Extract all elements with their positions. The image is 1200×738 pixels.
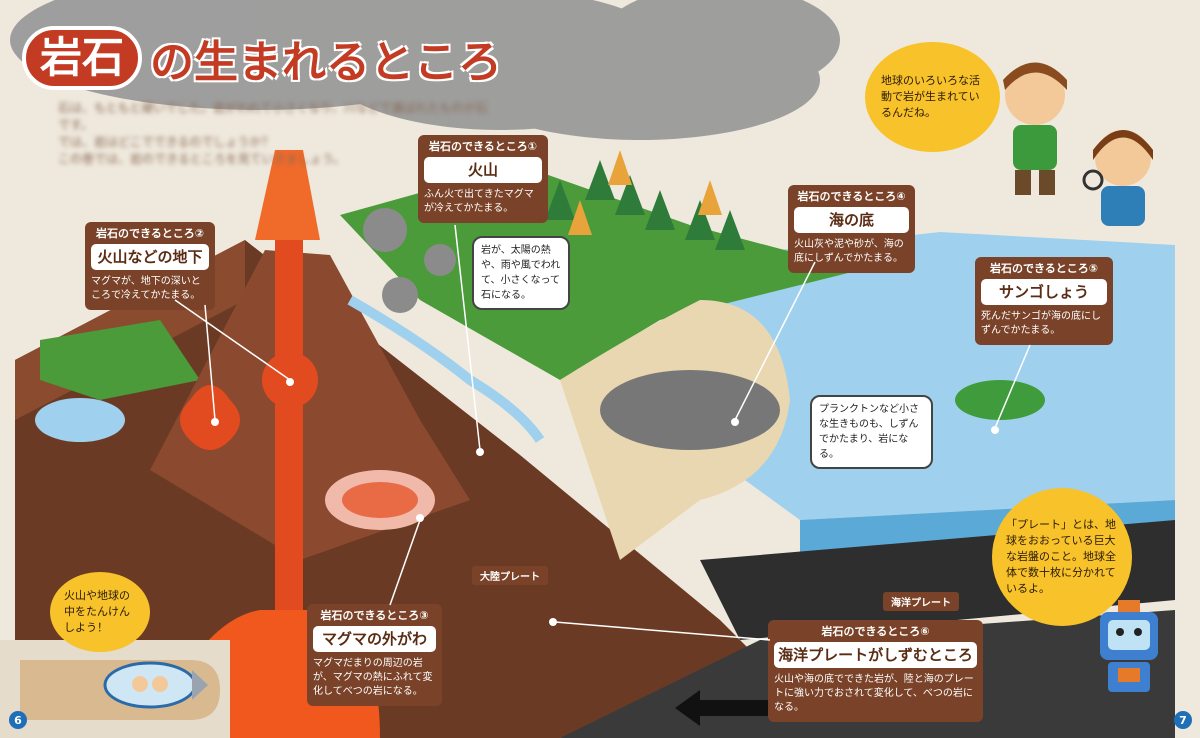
oceanic-plate-label: 海洋プレート xyxy=(883,592,959,611)
intro-text: 石は、もともと硬いでした。岩がわれて小さくなり、川などで運ばれたものが石です。 … xyxy=(58,100,488,168)
info-box-plate-sink: 岩石のできるところ⑥ 海洋プレートがしずむところ 火山や海の底でできた岩が、陸と… xyxy=(768,620,983,722)
box-heading: 火山などの地下 xyxy=(91,244,209,270)
intro-line: 石は、もともと硬いでした。岩がわれて小さくなり、川などで運ばれたものが石です。 xyxy=(58,101,488,132)
robot-speech-bubble: 「プレート」とは、地球をおおっている巨大な岩盤のこと。地球全体で数十枚に分かれて… xyxy=(992,488,1132,626)
explore-speech-text: 火山や地球の中をたんけんしよう！ xyxy=(64,589,130,634)
girl-character xyxy=(1082,130,1153,226)
explorer-vehicle-icon xyxy=(103,661,208,709)
box-caption: 岩石のできるところ③ xyxy=(320,609,429,622)
info-box-volcano: 岩石のできるところ① 火山 ふん火で出てきたマグマが冷えてかたまる。 xyxy=(418,135,548,223)
page-number-right: 7 xyxy=(1174,711,1192,729)
box-caption: 岩石のできるところ⑥ xyxy=(821,625,930,638)
info-box-coral: 岩石のできるところ⑤ サンゴしょう 死んだサンゴが海の底にしずんでかたまる。 xyxy=(975,257,1113,345)
box-caption: 岩石のできるところ① xyxy=(428,140,538,153)
boy-speech-text: 地球のいろいろな活動で岩が生まれているんだね。 xyxy=(881,74,980,119)
plankton-bubble: プランクトンなど小さな生きものも、しずんでかたまり、岩になる。 xyxy=(810,395,933,469)
box-caption: 岩石のできるところ② xyxy=(95,227,205,240)
intro-line: では、岩はどこでできるのでしょうか？ xyxy=(58,135,274,149)
info-box-sea-floor: 岩石のできるところ④ 海の底 火山灰や泥や砂が、海の底にしずんでかたまる。 xyxy=(788,185,915,273)
intro-line: この巻では、岩のできるところを見ていきましょう。 xyxy=(58,152,346,166)
box-caption: 岩石のできるところ④ xyxy=(797,190,906,203)
boy-character xyxy=(1003,62,1067,195)
weathering-bubble: 岩が、太陽の熱や、雨や風でわれて、小さくなって石になる。 xyxy=(472,236,570,310)
box-heading: マグマの外がわ xyxy=(313,626,436,652)
box-heading: 海の底 xyxy=(794,207,909,233)
box-body: マグマが、地下の深いところで冷えてかたまる。 xyxy=(91,276,201,301)
box-body: マグマだまりの周辺の岩が、マグマの熱にふれて変化してべつの岩になる。 xyxy=(313,658,433,697)
title-badge: 岩石 xyxy=(22,26,143,90)
page-number-left: 6 xyxy=(9,711,27,729)
boy-speech-bubble: 地球のいろいろな活動で岩が生まれているんだね。 xyxy=(865,42,1000,152)
box-body: 火山灰や泥や砂が、海の底にしずんでかたまる。 xyxy=(794,239,904,264)
box-heading: サンゴしょう xyxy=(981,279,1107,305)
box-heading: 火山 xyxy=(424,157,542,183)
box-heading: 海洋プレートがしずむところ xyxy=(774,642,977,668)
robot-speech-text: 「プレート」とは、地球をおおっている巨大な岩盤のこと。地球全体で数十枚に分かれて… xyxy=(1006,518,1116,595)
box-body: 火山や海の底でできた岩が、陸と海のプレートに強い力でおされて変化して、べつの岩に… xyxy=(774,674,974,713)
robot-character xyxy=(1100,600,1158,692)
explore-speech-bubble: 火山や地球の中をたんけんしよう！ xyxy=(50,572,150,652)
info-box-magma-edge: 岩石のできるところ③ マグマの外がわ マグマだまりの周辺の岩が、マグマの熱にふれ… xyxy=(307,604,442,706)
box-body: ふん火で出てきたマグマが冷えてかたまる。 xyxy=(424,189,534,214)
continental-plate-label: 大陸プレート xyxy=(472,566,548,585)
info-box-underground: 岩石のできるところ② 火山などの地下 マグマが、地下の深いところで冷えてかたまる… xyxy=(85,222,215,310)
box-caption: 岩石のできるところ⑤ xyxy=(989,262,1099,275)
page-title: 岩石 の生まれるところ xyxy=(22,26,502,90)
box-body: 死んだサンゴが海の底にしずんでかたまる。 xyxy=(981,311,1101,336)
title-text: の生まれるところ xyxy=(150,37,503,88)
